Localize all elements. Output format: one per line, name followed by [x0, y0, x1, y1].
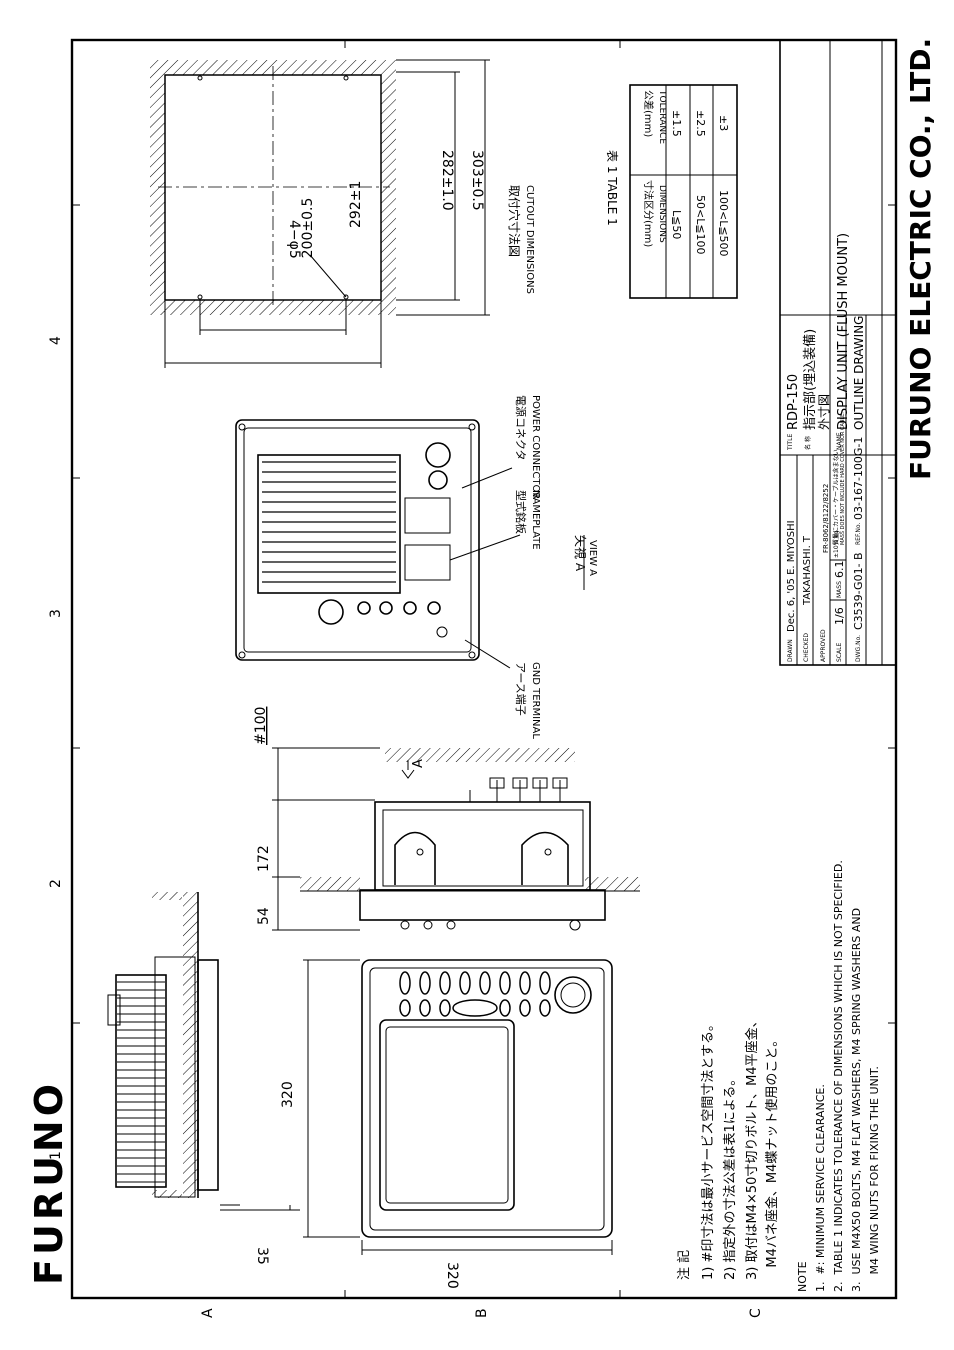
tb-name-jp2: 外寸図	[817, 394, 831, 430]
grid-col-4: 4	[48, 336, 64, 345]
notes-en-3: 3. USE M4X50 BOLTS, M4 FLAT WASHERS, M4 …	[850, 908, 863, 1292]
dim-clearance: #100	[253, 707, 269, 745]
tb-dwg: C3539-G01- B	[852, 552, 865, 630]
view-a-jp: 矢視 A	[573, 535, 588, 572]
side-view-drawing	[107, 892, 300, 1211]
dim-282: 282±1.0	[439, 150, 455, 211]
notes-en-4: M4 WING NUTS FOR FIXING THE UNIT.	[868, 1066, 881, 1292]
table1-col1-jp: 寸法区分(mm)	[642, 180, 655, 247]
tb-name-label: 名 称	[804, 436, 812, 450]
tb-title-label: TITLE	[787, 434, 794, 451]
table1-row3-tol: ±3	[717, 115, 730, 131]
cutout-drawing	[150, 59, 490, 368]
notes-jp-1: 1) #印寸法は最小サービス空間寸法とする。	[701, 1018, 716, 1280]
table1-col1-en: DIMENSIONS	[657, 185, 667, 243]
tb-mass-unit: ±10% kg	[833, 530, 840, 558]
nameplate-jp: 型式銘板	[514, 490, 528, 534]
table1-title: 表 1 TABLE 1	[605, 150, 619, 226]
tb-mass-label: MASS	[836, 581, 843, 598]
table1-row1-dim: L≦50	[670, 210, 683, 239]
tb-name-en1: DISPLAY UNIT (FLUSH MOUNT)	[836, 233, 851, 430]
dim-200: 200±0.5	[300, 198, 316, 259]
table1-row2-tol: ±2.5	[694, 110, 707, 137]
table1-row2-dim: 50<L≦100	[694, 195, 707, 255]
power-connector-jp: 電源コネクタ	[514, 395, 528, 461]
tb-name-en-label: NAME	[836, 432, 843, 450]
notes-jp-2: 2) 指定外の寸法公差は表1による。	[723, 1073, 738, 1280]
tb-drawn-label: DRAWN	[787, 639, 794, 662]
gnd-terminal-en: GND TERMINAL	[530, 662, 541, 739]
dim-303: 303±0.5	[469, 150, 485, 211]
tb-approved-label: APPROVED	[820, 629, 827, 662]
tb-title: RDP-150	[786, 374, 801, 430]
view-a-en: VIEW A	[587, 540, 598, 576]
grid-row-c: C	[748, 1308, 764, 1318]
table1-col2-en: TOLERANCE	[657, 89, 667, 144]
dim-172: 172	[256, 845, 272, 872]
tb-scale-label: SCALE	[836, 643, 843, 662]
front-view-drawing	[361, 959, 613, 1238]
tb-ref-label: REF.No.	[855, 523, 862, 545]
dim-front-height: 320	[280, 1081, 296, 1108]
grid-col-3: 3	[48, 609, 64, 618]
flush-side-drawing	[300, 748, 640, 931]
tb-dwg-label: DWG.No.	[855, 635, 862, 662]
notes-jp-heading: 注 記	[676, 1250, 692, 1280]
tb-scale: 1/6	[833, 607, 846, 625]
tb-mass: 6.1	[833, 561, 846, 579]
tb-mass-note-jp: 質量にカバー・ケーブルは含まない	[832, 449, 840, 545]
table1-grid	[629, 84, 738, 299]
view-arrow-label: A	[411, 759, 426, 768]
grid-row-a: A	[200, 1308, 216, 1318]
power-connector-en: POWER CONNECTOR	[530, 395, 541, 499]
notes-en-2: 2. TABLE 1 INDICATES TOLERANCE OF DIMENS…	[832, 860, 845, 1292]
grid-row-b: B	[474, 1308, 490, 1318]
nameplate-en: NAMEPLATE	[530, 490, 541, 550]
rear-view-drawing	[235, 419, 521, 669]
tb-checked-label: CHECKED	[803, 633, 810, 662]
cutout-title-jp: 取付穴寸法図	[507, 185, 522, 257]
dim-54: 54	[256, 907, 272, 925]
table1-row3-dim: 100<L≦500	[717, 190, 730, 257]
tb-models: FR-8062/8122/8252	[822, 484, 830, 553]
table1-row1-tol: ±1.5	[670, 110, 683, 137]
title-block-grid	[779, 39, 897, 666]
grid-ticks	[72, 40, 896, 1298]
dim-292: 292±1	[348, 181, 364, 228]
notes-jp-4: M4バネ座金、M4蝶ナット使用のこと。	[764, 1034, 780, 1280]
notes-en-1: 1. #: MINIMUM SERVICE CLEARANCE.	[814, 1084, 827, 1292]
tb-checked: TAKAHASHI. T	[802, 535, 813, 606]
tb-mass-note-en: MASS DOES NOT INCLUDE HARD COVER NOR CAB…	[840, 412, 846, 545]
notes-en-heading: NOTE	[796, 1261, 809, 1292]
notes-jp-3: 3) 取付はM4×50寸切りボルト、M4平座金、	[744, 1014, 760, 1280]
grid-col-2: 2	[48, 879, 64, 888]
grid-col-1: 1	[48, 1151, 64, 1160]
furuno-logo: FURUNO	[27, 1080, 71, 1285]
cutout-title-en: CUTOUT DIMENSIONS	[524, 185, 535, 294]
drawing-frame	[70, 38, 898, 1300]
dim-hole: 4−φ5	[286, 220, 302, 259]
dim-front-width: 320	[444, 1262, 460, 1289]
dim-35: 35	[254, 1247, 270, 1265]
tb-name-jp1: 指示部(埋込装備)	[802, 329, 818, 430]
tb-drawn: Dec. 6, '05 E. MIYOSHI	[786, 520, 797, 632]
tb-ref: 03-167-100G-1	[852, 437, 865, 520]
company-name: FURUNO ELECTRIC CO., LTD.	[904, 38, 937, 480]
gnd-terminal-jp: アース端子	[514, 662, 527, 716]
tb-name-en2: OUTLINE DRAWING	[852, 316, 866, 430]
table1-col2-jp: 公差(mm)	[642, 90, 655, 137]
